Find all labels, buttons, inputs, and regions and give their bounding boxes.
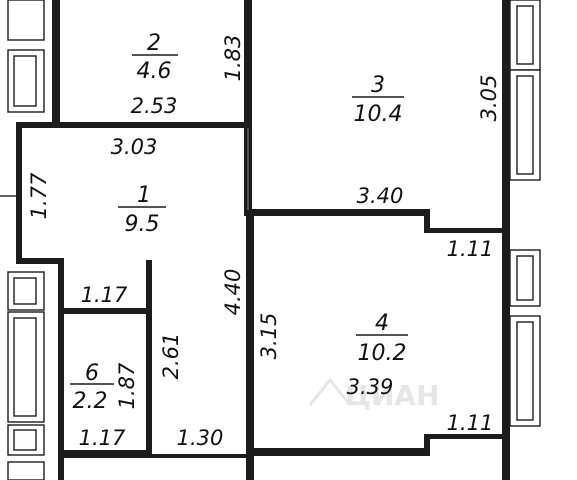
svg-text:1.11: 1.11 xyxy=(447,411,494,435)
room-4-label: 4 10.2 xyxy=(356,311,408,366)
svg-text:3: 3 xyxy=(371,73,385,98)
svg-text:9.5: 9.5 xyxy=(125,212,160,237)
svg-text:1.83: 1.83 xyxy=(221,35,245,82)
left-windows xyxy=(0,0,45,480)
watermark: ЦИАН xyxy=(308,377,440,412)
svg-text:3.03: 3.03 xyxy=(111,135,158,159)
svg-text:1.17: 1.17 xyxy=(79,426,126,450)
svg-text:1.77: 1.77 xyxy=(27,172,51,219)
svg-text:4.6: 4.6 xyxy=(137,59,172,84)
svg-text:1: 1 xyxy=(137,183,151,208)
svg-text:3.40: 3.40 xyxy=(357,184,404,208)
dimension-labels: 2.53 1.83 3.03 3.05 3.40 1.77 1.11 4.40 … xyxy=(27,35,501,450)
room-2-label: 2 4.6 xyxy=(132,31,178,84)
svg-text:1.87: 1.87 xyxy=(115,362,139,409)
svg-text:3.15: 3.15 xyxy=(257,313,281,360)
svg-text:3.39: 3.39 xyxy=(347,375,394,399)
svg-text:10.4: 10.4 xyxy=(354,102,403,127)
svg-text:10.2: 10.2 xyxy=(358,341,407,366)
svg-text:2.2: 2.2 xyxy=(73,389,108,414)
svg-text:1.30: 1.30 xyxy=(177,426,224,450)
svg-text:2.61: 2.61 xyxy=(159,333,183,380)
walls xyxy=(16,0,510,480)
svg-text:3.05: 3.05 xyxy=(477,75,501,122)
svg-text:4: 4 xyxy=(375,311,389,336)
room-3-label: 3 10.4 xyxy=(352,73,404,127)
right-windows xyxy=(509,0,541,427)
svg-text:1.11: 1.11 xyxy=(447,237,494,261)
svg-text:ЦИАН: ЦИАН xyxy=(345,379,440,412)
svg-text:2.53: 2.53 xyxy=(131,94,178,118)
svg-text:1.17: 1.17 xyxy=(81,283,128,307)
room-1-label: 1 9.5 xyxy=(118,183,166,237)
svg-text:4.40: 4.40 xyxy=(221,269,245,316)
svg-text:6: 6 xyxy=(85,361,99,386)
room-6-label: 6 2.2 xyxy=(70,361,114,414)
svg-text:2: 2 xyxy=(147,31,161,56)
